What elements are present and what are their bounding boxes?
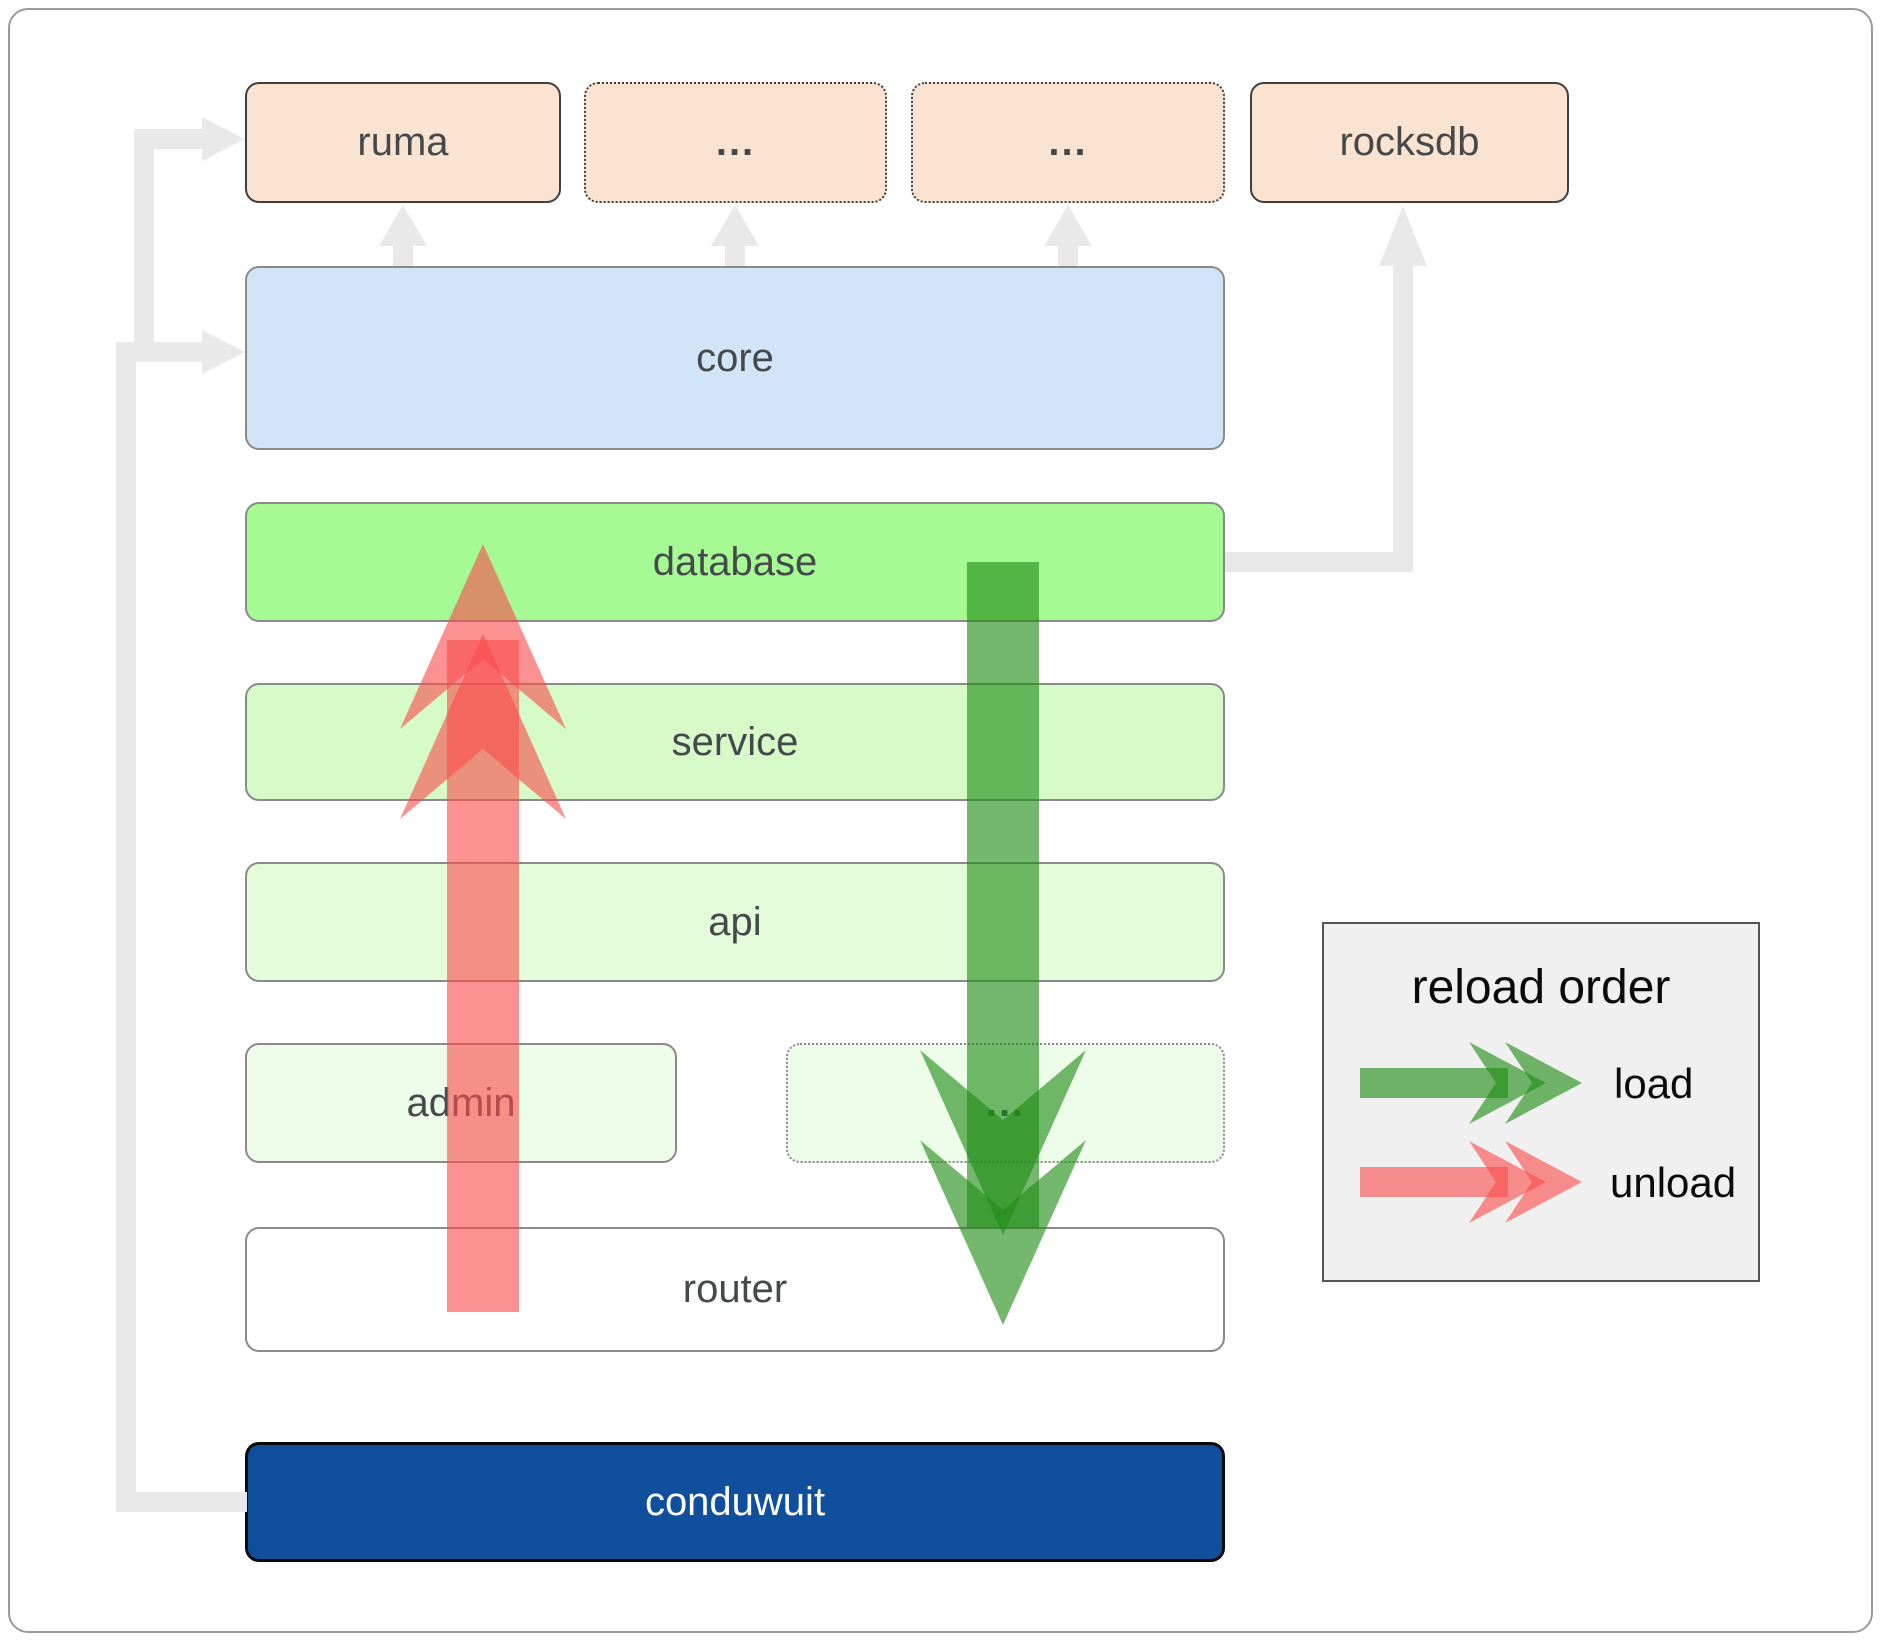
node-rocksdb: rocksdb [1250, 82, 1569, 203]
node-ruma: ruma [245, 82, 561, 203]
diagram-frame [8, 8, 1873, 1633]
node-service: service [245, 683, 1225, 801]
node-router: router [245, 1227, 1225, 1352]
node-admin: admin [245, 1043, 677, 1163]
node-ellipsis-admin: ... [786, 1043, 1225, 1163]
node-ellipsis-top-1: ... [584, 82, 887, 203]
legend-box: reload order load unload [1322, 922, 1760, 1282]
node-ellipsis-top-2: ... [911, 82, 1225, 203]
legend-title: reload order [1411, 961, 1671, 1014]
node-database: database [245, 502, 1225, 622]
node-core: core [245, 266, 1225, 450]
node-api: api [245, 862, 1225, 982]
legend-unload-label: unload [1610, 1159, 1737, 1206]
legend-load-label: load [1614, 1060, 1694, 1107]
node-conduwuit: conduwuit [245, 1442, 1225, 1562]
